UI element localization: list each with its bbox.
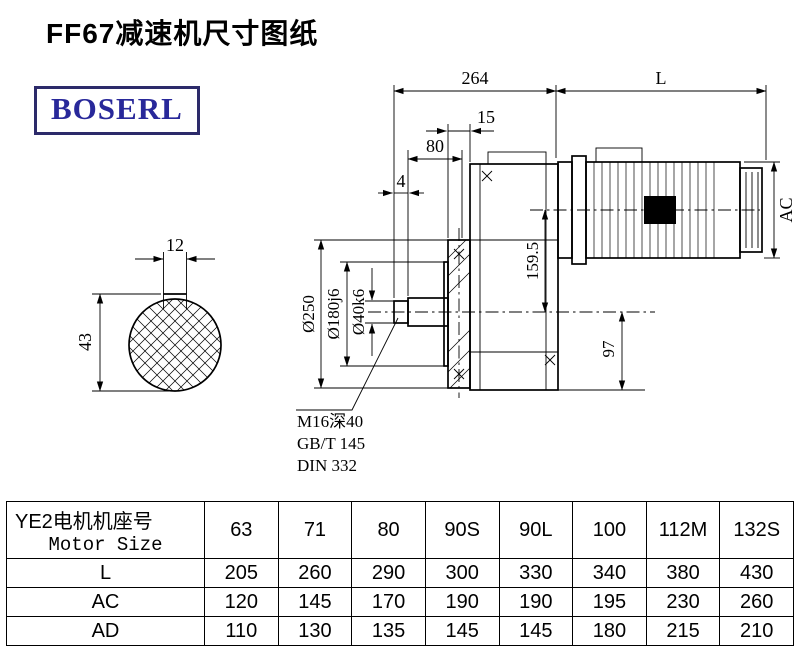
table-cell: 380 xyxy=(645,558,721,588)
thread-leader-line xyxy=(296,317,399,411)
dia-40: Ø40k6 xyxy=(349,289,368,335)
flange-hatching xyxy=(447,239,471,389)
dia-250: Ø250 xyxy=(299,295,318,333)
table-cell: 430 xyxy=(719,558,794,588)
dim-AC-lines xyxy=(744,161,780,259)
dimension-drawing: 12 43 xyxy=(75,68,796,475)
table-cell: 340 xyxy=(572,558,647,588)
table-cell: 130 xyxy=(277,616,353,646)
table-cell: 120 xyxy=(204,587,279,617)
dia-180: Ø180j6 xyxy=(324,289,343,340)
table-cell: 110 xyxy=(204,616,279,646)
table-cell: 145 xyxy=(424,616,500,646)
dim-4: 4 xyxy=(397,171,406,191)
table-cell: 170 xyxy=(351,587,426,617)
dim-80: 80 xyxy=(426,136,444,156)
row-label-AC: AC xyxy=(6,587,205,617)
motor-size-header-cell: YE2电机机座号 Motor Size xyxy=(6,501,205,559)
shaft-hatching xyxy=(129,299,221,391)
dim-15-lines xyxy=(426,124,494,238)
dim-97: 97 xyxy=(599,340,618,358)
gearbox-side-view: 264 L 15 80 4 AC xyxy=(296,68,796,475)
table-cell: 260 xyxy=(277,558,353,588)
table-cell: 230 xyxy=(645,587,721,617)
table-row-AD: AD 110 130 135 145 145 180 215 210 xyxy=(6,616,794,646)
dim-80-lines xyxy=(407,150,463,296)
dim-AC: AC xyxy=(776,197,796,222)
column-header-100: 100 xyxy=(572,501,647,559)
bolt-marks xyxy=(453,170,556,380)
dim-43-lines xyxy=(92,293,173,392)
table-cell: 190 xyxy=(424,587,500,617)
table-header-row: YE2电机机座号 Motor Size 63 71 80 90S 90L 100… xyxy=(6,501,794,559)
column-header-63: 63 xyxy=(204,501,279,559)
thread-note: M16深40 xyxy=(297,412,363,431)
table-row-L: L 205 260 290 300 330 340 380 430 xyxy=(6,558,794,588)
din-note: DIN 332 xyxy=(297,456,357,475)
table-cell: 190 xyxy=(498,587,574,617)
page-title: FF67减速机尺寸图纸 xyxy=(46,18,319,49)
table-cell: 180 xyxy=(572,616,647,646)
dim-12: 12 xyxy=(166,235,184,255)
shaft-end-view: 12 43 xyxy=(75,235,222,392)
dim-264: 264 xyxy=(462,68,489,88)
dim-15: 15 xyxy=(477,107,495,127)
dia-dim-lines xyxy=(314,239,448,389)
table-cell: 145 xyxy=(277,587,353,617)
header-line2: Motor Size xyxy=(48,533,163,556)
column-header-132S: 132S xyxy=(719,501,794,559)
row-label-L: L xyxy=(6,558,205,588)
column-header-90S: 90S xyxy=(424,501,500,559)
header-line1: YE2电机机座号 xyxy=(15,510,153,533)
column-header-90L: 90L xyxy=(498,501,574,559)
table-cell: 215 xyxy=(645,616,721,646)
brand-logo-text: BOSERL xyxy=(51,91,183,126)
motor-size-table: YE2电机机座号 Motor Size 63 71 80 90S 90L 100… xyxy=(6,501,794,646)
table-cell: 195 xyxy=(572,587,647,617)
dim-97-lines xyxy=(558,311,645,391)
table-cell: 210 xyxy=(719,616,794,646)
dim-264-L-lines xyxy=(393,85,767,298)
table-cell: 290 xyxy=(351,558,426,588)
motor-terminal-box xyxy=(644,196,676,224)
brand-logo-box: BOSERL xyxy=(34,86,200,135)
table-cell: 205 xyxy=(204,558,279,588)
dim-159-5: 159.5 xyxy=(523,242,542,280)
table-cell: 330 xyxy=(498,558,574,588)
row-label-AD: AD xyxy=(6,616,205,646)
column-header-71: 71 xyxy=(277,501,353,559)
dim-43: 43 xyxy=(75,333,95,351)
table-row-AC: AC 120 145 170 190 190 195 230 260 xyxy=(6,587,794,617)
table-cell: 145 xyxy=(498,616,574,646)
column-header-112M: 112M xyxy=(645,501,721,559)
standard-note: GB/T 145 xyxy=(297,434,365,453)
column-header-80: 80 xyxy=(351,501,426,559)
table-cell: 300 xyxy=(424,558,500,588)
dim-L: L xyxy=(656,68,667,88)
table-cell: 260 xyxy=(719,587,794,617)
motor xyxy=(557,147,763,265)
table-cell: 135 xyxy=(351,616,426,646)
